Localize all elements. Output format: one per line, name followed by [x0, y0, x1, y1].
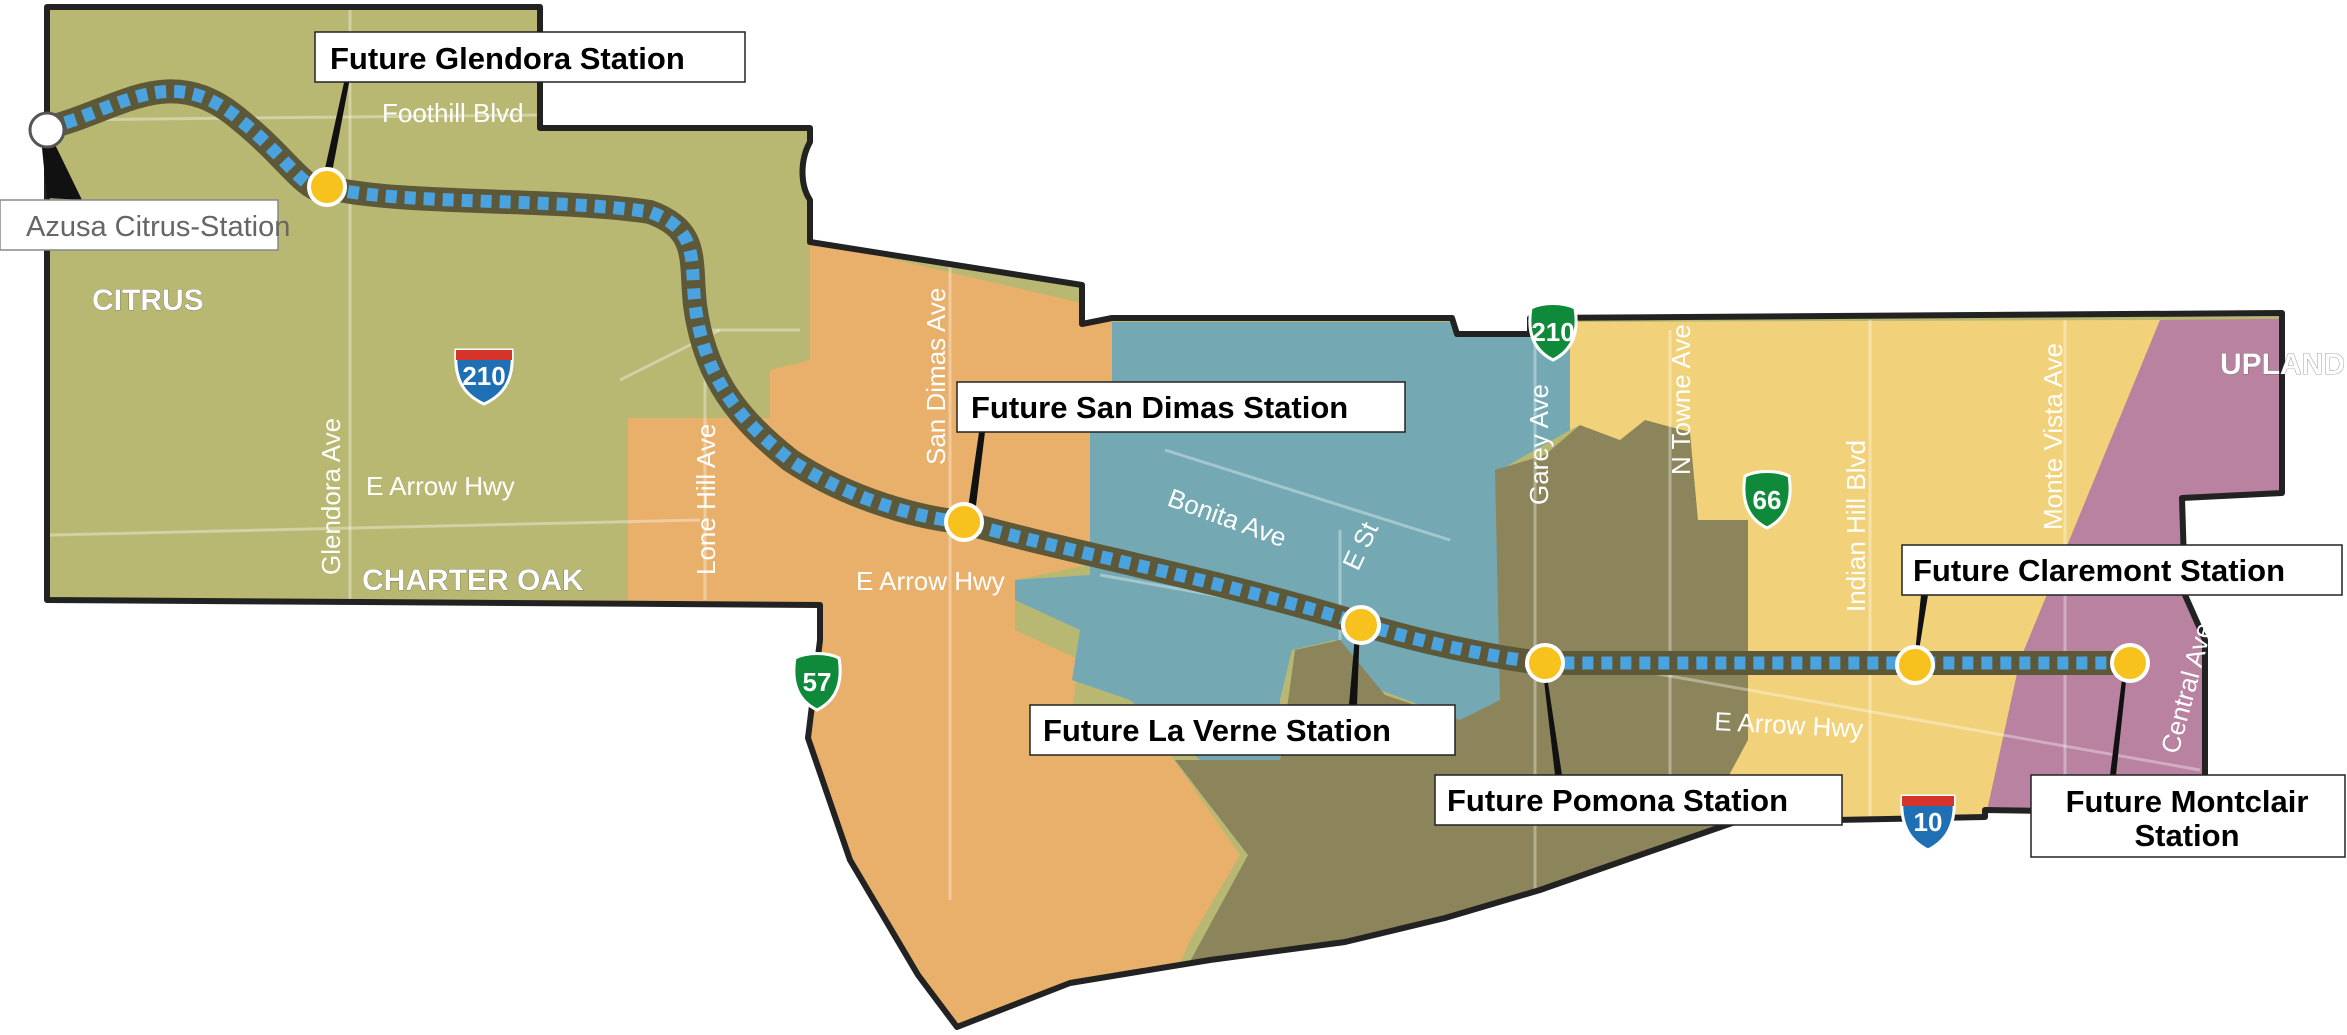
station-callout-montclair: Future Montclair Station — [2030, 774, 2346, 858]
street-label-garey-ave: Garey Ave — [1524, 384, 1554, 505]
station-label-san-dimas: Future San Dimas Station — [971, 390, 1348, 425]
station-label-montclair-line2: Station — [2134, 818, 2239, 853]
street-label-e-arrow-hwy-1: E Arrow Hwy — [366, 471, 515, 501]
street-label-monte-vista-ave: Monte Vista Ave — [2038, 343, 2068, 530]
claremont-zone — [1570, 320, 2160, 822]
street-label-foothill-blvd: Foothill Blvd — [382, 98, 524, 128]
station-label-glendora: Future Glendora Station — [330, 41, 685, 76]
station-marker-claremont[interactable] — [1895, 645, 1935, 685]
station-callout-san-dimas: Future San Dimas Station — [956, 381, 1406, 433]
station-marker-pomona[interactable] — [1525, 643, 1565, 683]
station-marker-glendora[interactable] — [307, 167, 347, 207]
street-label-lone-hill-ave: Lone Hill Ave — [691, 424, 721, 575]
station-callout-la-verne: Future La Verne Station — [1029, 704, 1456, 756]
station-marker-san-dimas[interactable] — [944, 502, 984, 542]
area-label-citrus: CITRUS — [92, 284, 204, 317]
street-label-e-arrow-hwy-2: E Arrow Hwy — [856, 566, 1005, 596]
station-marker-la-verne[interactable] — [1341, 605, 1381, 645]
route-210-shield: 210 — [1528, 302, 1578, 362]
station-callout-pomona: Future Pomona Station — [1434, 774, 1843, 826]
station-label-claremont: Future Claremont Station — [1913, 553, 2285, 588]
station-markers — [307, 167, 2150, 685]
route-57-shield: 57 — [792, 652, 842, 712]
route-66-shield: 66 — [1742, 470, 1792, 530]
street-label-indian-hill-blvd: Indian Hill Blvd — [1841, 440, 1871, 612]
svg-text:66: 66 — [1753, 485, 1782, 515]
station-label-pomona: Future Pomona Station — [1447, 783, 1788, 818]
street-label-glendora-ave: Glendora Ave — [316, 418, 346, 575]
station-label-la-verne: Future La Verne Station — [1043, 713, 1391, 748]
terminus-callout: Azusa Citrus-Station — [0, 199, 290, 251]
svg-text:210: 210 — [1531, 317, 1574, 347]
rail-ties — [45, 84, 2130, 670]
terminus-label: Azusa Citrus-Station — [26, 211, 290, 243]
area-label-charter-oak: CHARTER OAK — [362, 564, 584, 597]
interstate-10-shield: 10 — [1900, 794, 1956, 852]
street-label-n-towne-ave: N Towne Ave — [1666, 324, 1696, 475]
station-marker-montclair[interactable] — [2110, 643, 2150, 683]
interstate-210-shield: 210 — [454, 348, 514, 406]
street-label-san-dimas-ave: San Dimas Ave — [921, 288, 951, 465]
service-area-outline — [44, 4, 2285, 1030]
area-label-upland: UPLAND — [2220, 348, 2345, 381]
svg-text:10: 10 — [1914, 807, 1943, 837]
svg-text:210: 210 — [462, 361, 505, 391]
svg-text:57: 57 — [803, 667, 832, 697]
station-label-montclair: Future Montclair — [2066, 784, 2309, 819]
station-callout-glendora: Future Glendora Station — [314, 31, 746, 83]
station-callout-claremont: Future Claremont Station — [1901, 544, 2343, 596]
rail-line — [35, 79, 2142, 675]
terminus-marker[interactable] — [28, 111, 66, 149]
